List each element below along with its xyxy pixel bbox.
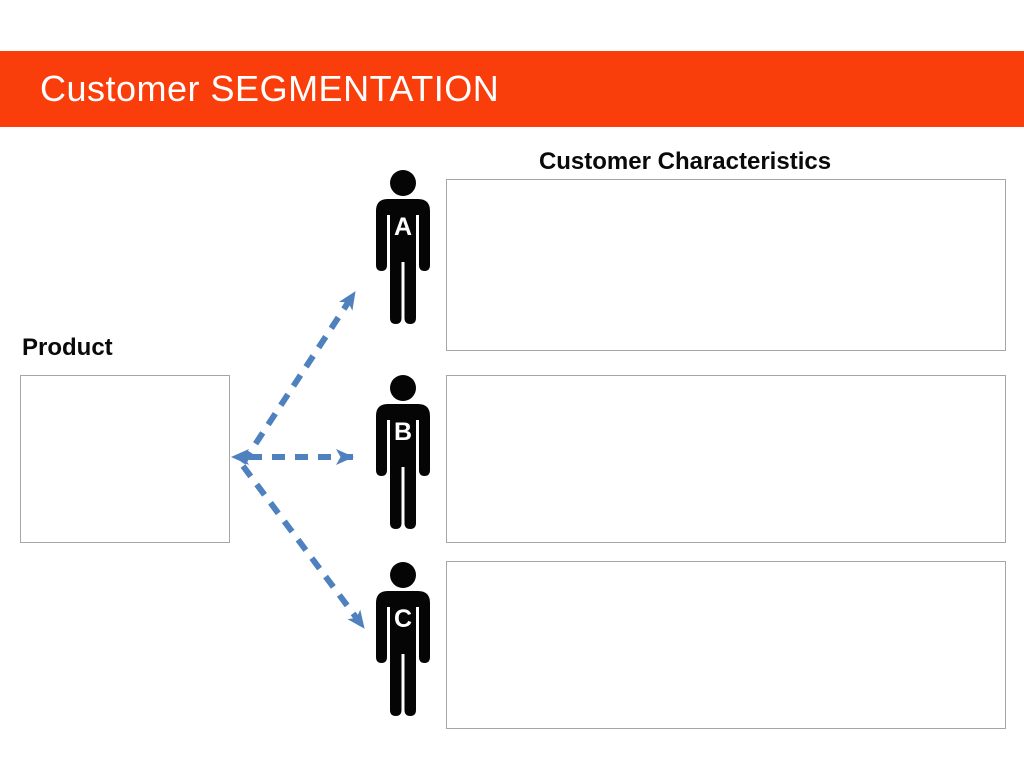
title-bar: Customer SEGMENTATION [0, 51, 1024, 127]
person-torso-legs [390, 606, 416, 716]
person-torso-legs [390, 419, 416, 529]
flow-arrows [231, 290, 367, 630]
person-arms [376, 591, 430, 663]
person-b-icon: B [376, 375, 430, 529]
customer-characteristics-heading: Customer Characteristics [538, 148, 832, 175]
segment-letter-b: B [394, 418, 412, 446]
product-box [20, 375, 230, 543]
segment-letter-a: A [394, 213, 412, 241]
segment-letter-c: C [394, 605, 412, 633]
product-heading: Product [22, 334, 113, 361]
characteristics-box-c [446, 561, 1006, 729]
characteristics-box-b [446, 375, 1006, 543]
person-c-icon: C [376, 562, 430, 716]
person-torso-legs [390, 214, 416, 324]
dashed-arrow-to-a [240, 290, 358, 465]
characteristics-box-a [446, 179, 1006, 351]
person-arms [376, 404, 430, 476]
person-arms [376, 199, 430, 271]
person-a-icon: A [376, 170, 430, 324]
person-head [390, 375, 416, 401]
person-head [390, 562, 416, 588]
person-head [390, 170, 416, 196]
dashed-arrow-to-c [240, 464, 367, 630]
slide-title: Customer SEGMENTATION [40, 68, 500, 109]
